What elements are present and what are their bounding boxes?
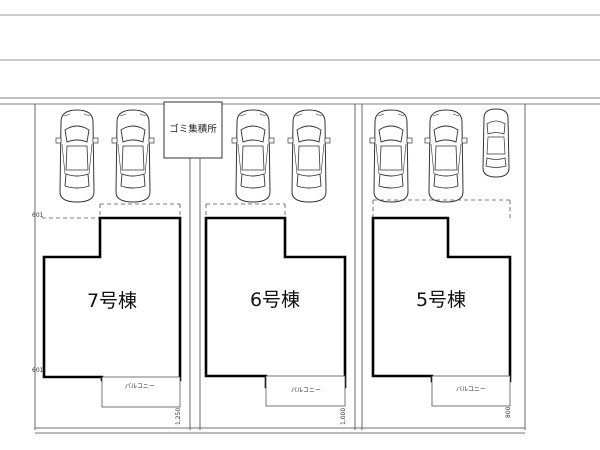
building-6: 6号棟 バルコニー 1,000 (204, 216, 347, 425)
car-top-view-icon (111, 109, 155, 203)
car-top-view-icon (369, 109, 413, 203)
building-7: 7号棟 バルコニー 1,250 (42, 216, 182, 425)
building-5-balcony: バルコニー (456, 386, 486, 393)
garbage-collection-area: ゴミ集積所 (163, 101, 223, 159)
car-top-view-icon (55, 109, 99, 203)
car-top-view-icon (482, 108, 510, 178)
building-6-label: 6号棟 (250, 289, 300, 311)
building-6-dimension: 1,000 (340, 408, 347, 425)
road (0, 14, 600, 105)
parking-dashed-lines (42, 199, 511, 219)
building-5-label: 5号棟 (416, 289, 466, 311)
car-top-view-icon (424, 109, 468, 203)
garbage-area-label: ゴミ集積所 (169, 123, 217, 135)
building-5-dimension: 800 (505, 406, 512, 418)
parking-cars (55, 108, 510, 203)
edge-mark-lower: 601 (32, 367, 44, 374)
building-7-balcony: バルコニー (125, 383, 155, 390)
building-7-label: 7号棟 (87, 290, 137, 312)
building-5: 5号棟 バルコニー 800 (371, 216, 512, 418)
car-top-view-icon (287, 109, 331, 203)
building-7-dimension: 1,250 (175, 408, 182, 425)
edge-mark-upper: 601 (32, 212, 44, 219)
building-6-balcony: バルコニー (291, 387, 321, 394)
car-top-view-icon (231, 109, 275, 203)
